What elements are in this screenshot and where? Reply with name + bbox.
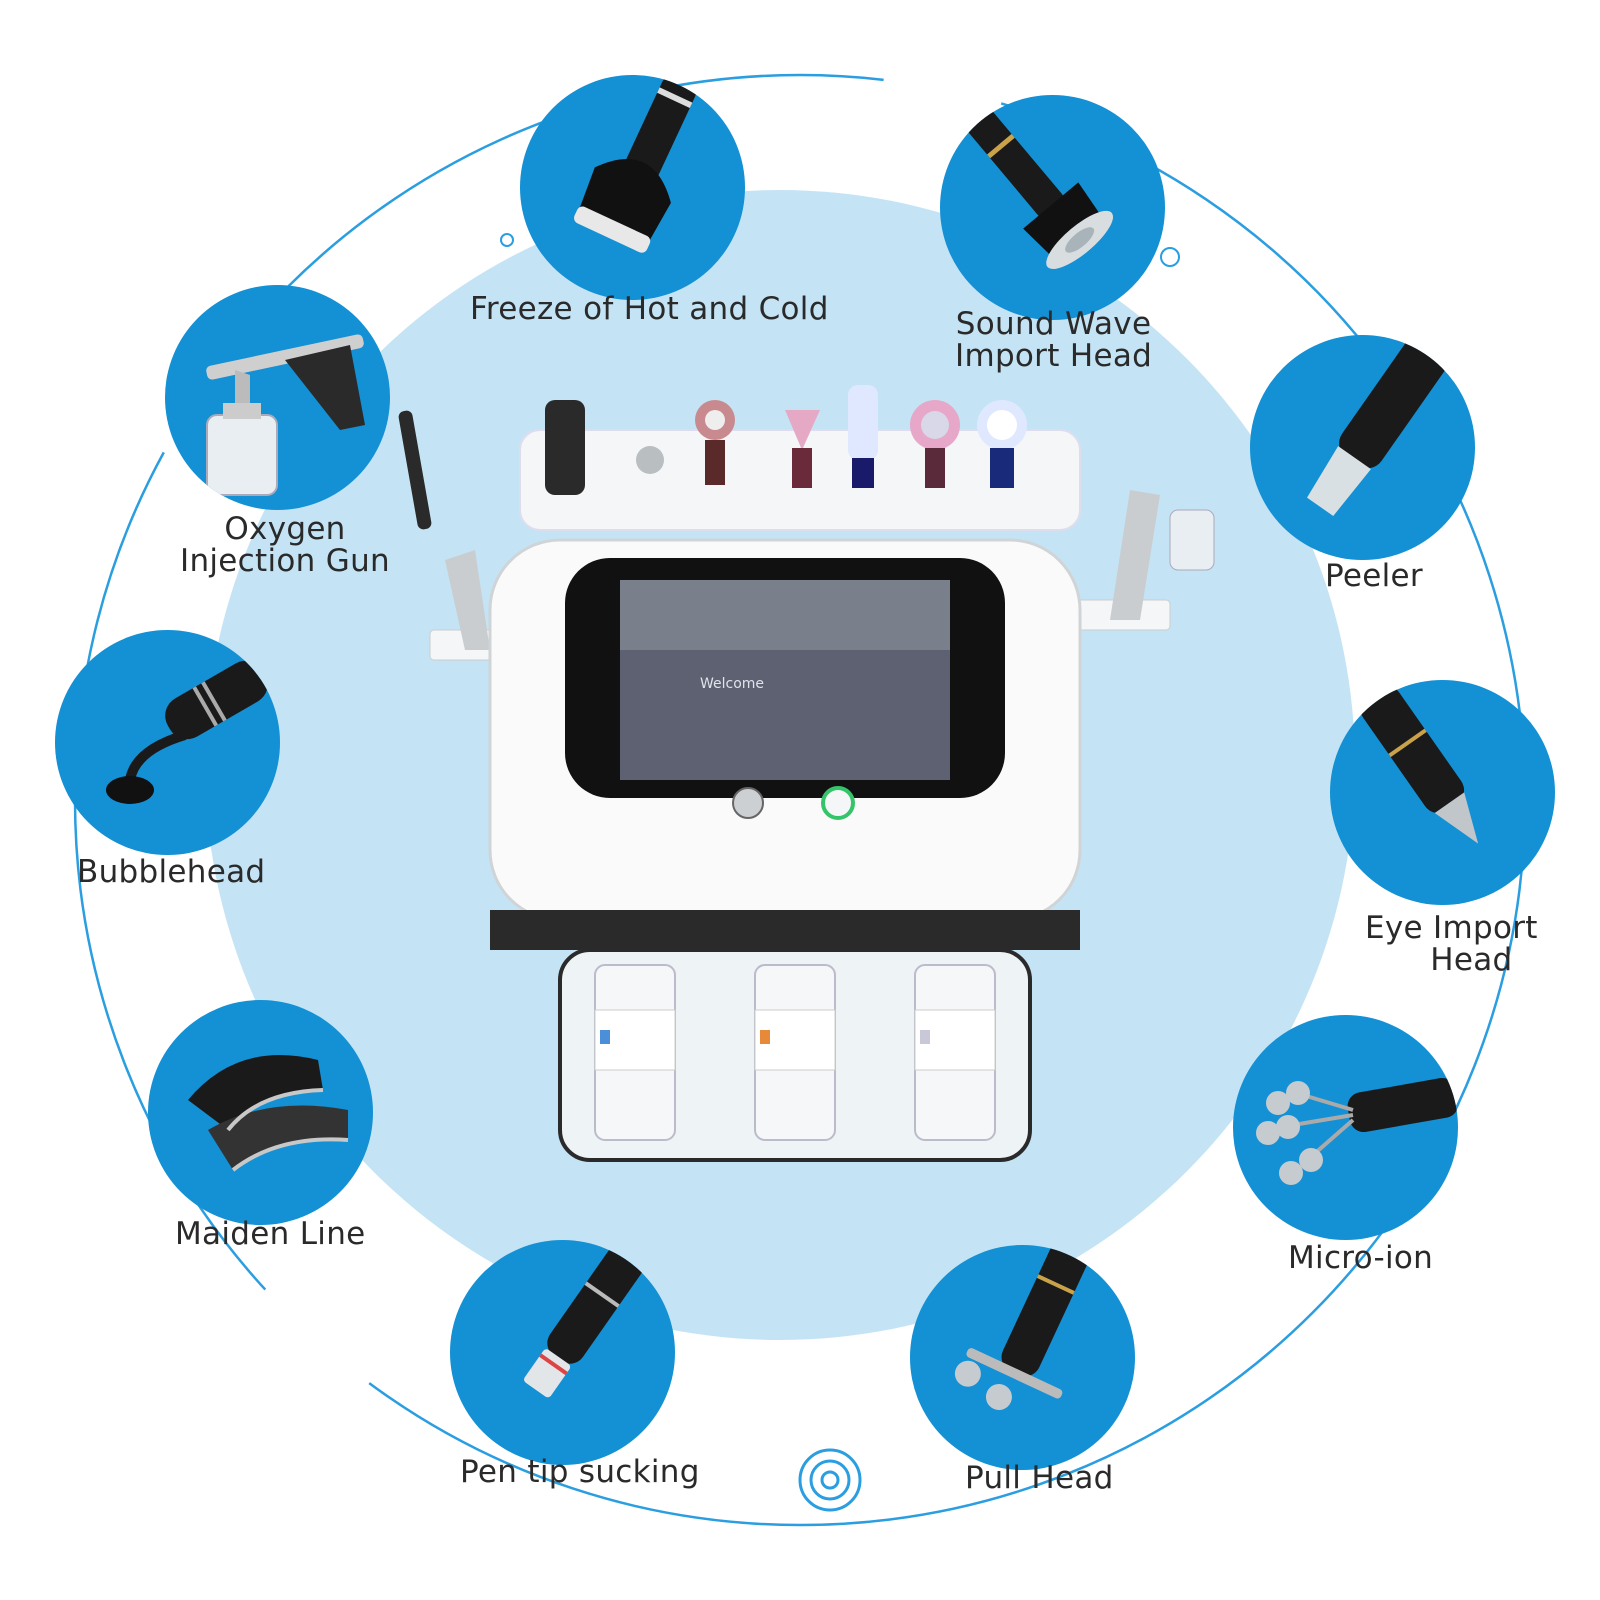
sound-wave-head-icon <box>959 100 1114 269</box>
freeze-label: Freeze of Hot and Cold <box>470 291 829 327</box>
bubble-head-label: Bubblehead <box>77 854 266 890</box>
eye-import-node <box>1330 680 1555 905</box>
screen-welcome: Welcome <box>700 676 764 692</box>
maiden-line-node <box>148 1000 373 1225</box>
freeze-node <box>520 75 745 300</box>
pull-head-node <box>910 1245 1135 1470</box>
pen-tip-icon <box>524 1240 648 1398</box>
micro-ion-label: Micro-ion <box>1288 1240 1434 1276</box>
beauty-machine-icon: Welcome <box>398 385 1215 1162</box>
sound-wave-node <box>940 95 1165 320</box>
oxygen-gun-icon <box>206 334 365 496</box>
pen-tip-label: Pen tip sucking <box>460 1454 700 1490</box>
peeler-icon <box>1307 335 1451 516</box>
sound-wave-label: Sound Wave Import Head <box>955 306 1153 374</box>
bubble-head-icon <box>106 660 268 804</box>
target-icon <box>798 1448 862 1512</box>
eye-import-label: Eye Import Head <box>1365 910 1538 978</box>
maiden-line-icon <box>188 1055 349 1172</box>
pen-tip-node <box>450 1240 675 1465</box>
micro-ion-icon <box>1256 1077 1458 1185</box>
oxygen-gun-node <box>165 285 390 510</box>
freeze-head-icon <box>574 75 697 253</box>
pull-head-icon <box>954 1245 1091 1410</box>
micro-ion-node <box>1233 1015 1458 1240</box>
peeler-node <box>1250 335 1475 560</box>
bubble-head-node <box>55 630 280 855</box>
eye-import-head-icon <box>1360 685 1479 844</box>
pull-head-label: Pull Head <box>965 1460 1114 1496</box>
maiden-line-label: Maiden Line <box>175 1216 366 1252</box>
oxygen-gun-label: Oxygen Injection Gun <box>180 511 390 579</box>
peeler-label: Peeler <box>1325 558 1423 594</box>
